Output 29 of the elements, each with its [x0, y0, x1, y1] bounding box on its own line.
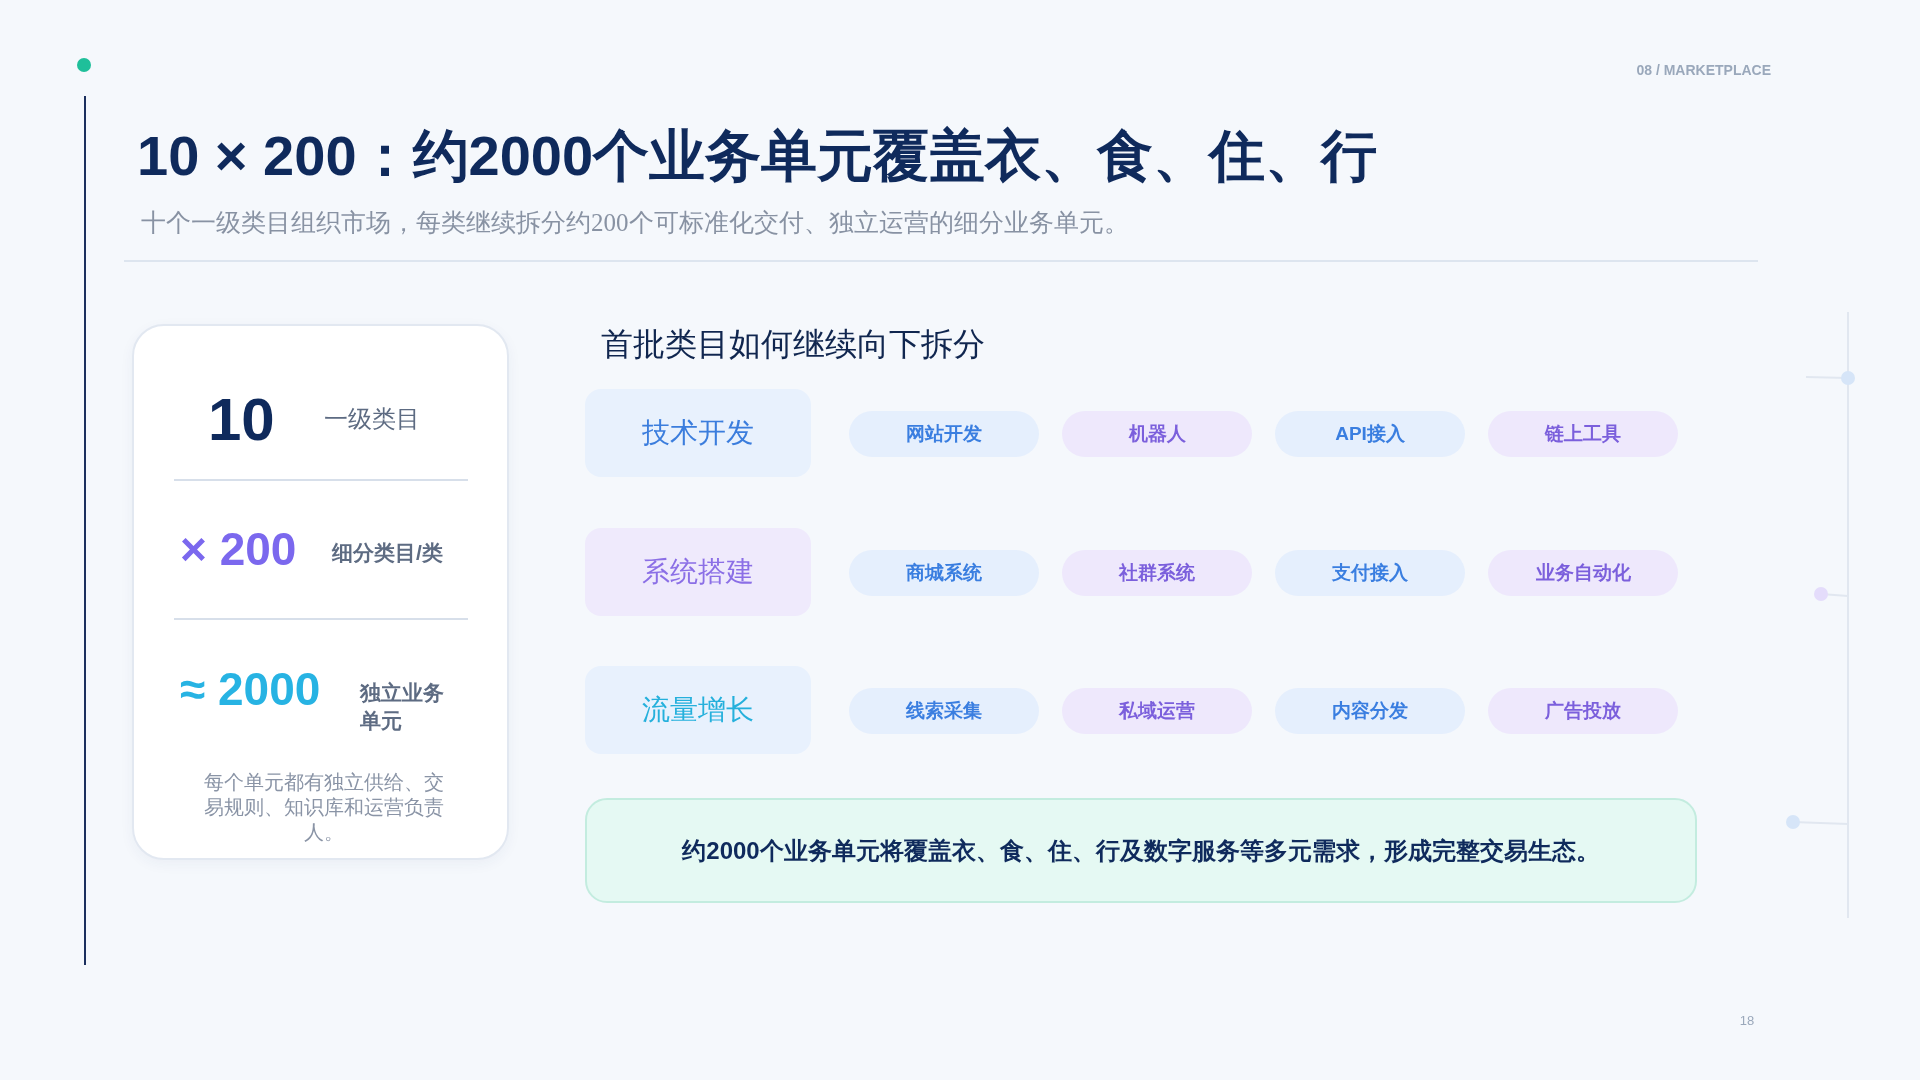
page-number: 18: [1738, 1012, 1756, 1030]
subcategory-tag: 广告投放: [1488, 688, 1678, 734]
subcategory-tag: 商城系统: [849, 550, 1039, 596]
summary-banner: 约2000个业务单元将覆盖衣、食、住、行及数字服务等多元需求，形成完整交易生态。: [585, 798, 1697, 903]
subtitle: 十个一级类目组织市场，每类继续拆分约200个可标准化交付、独立运营的细分业务单元。: [141, 208, 1129, 238]
subcategory-tag: 链上工具: [1488, 411, 1678, 457]
subcategory-tag: 网站开发: [849, 411, 1039, 457]
category-tile: 技术开发: [585, 389, 811, 477]
page-title: 10 × 200：约2000个业务单元覆盖衣、食、住、行: [137, 123, 1378, 189]
subcategory-tag: 内容分发: [1275, 688, 1465, 734]
subcategory-tag: 私域运营: [1062, 688, 1252, 734]
category-tile: 系统搭建: [585, 528, 811, 616]
category-tile: 流量增长: [585, 666, 811, 754]
subcategory-tag: 机器人: [1062, 411, 1252, 457]
subcategory-tag: 线索采集: [849, 688, 1039, 734]
subcategory-tag: 业务自动化: [1488, 550, 1678, 596]
stat-number: ≈ 2000: [180, 662, 321, 716]
subcategory-tag: 社群系统: [1062, 550, 1252, 596]
stat-label: 独立业务单元: [360, 680, 445, 734]
stat-number: 10: [208, 388, 275, 452]
subcategory-tag: 支付接入: [1275, 550, 1465, 596]
section-tag: 08 / MARKETPLACE: [1636, 60, 1771, 80]
stat-number: × 200: [180, 522, 297, 576]
stats-card: [132, 324, 509, 860]
subcategory-tag: API接入: [1275, 411, 1465, 457]
note-text: 每个单元都有独立供给、交易规则、知识库和运营负责人。: [203, 770, 445, 845]
stat-label: 细分类目/类: [332, 540, 443, 566]
section-heading: 首批类目如何继续向下拆分: [601, 325, 985, 364]
stat-label: 一级类目: [324, 404, 420, 434]
